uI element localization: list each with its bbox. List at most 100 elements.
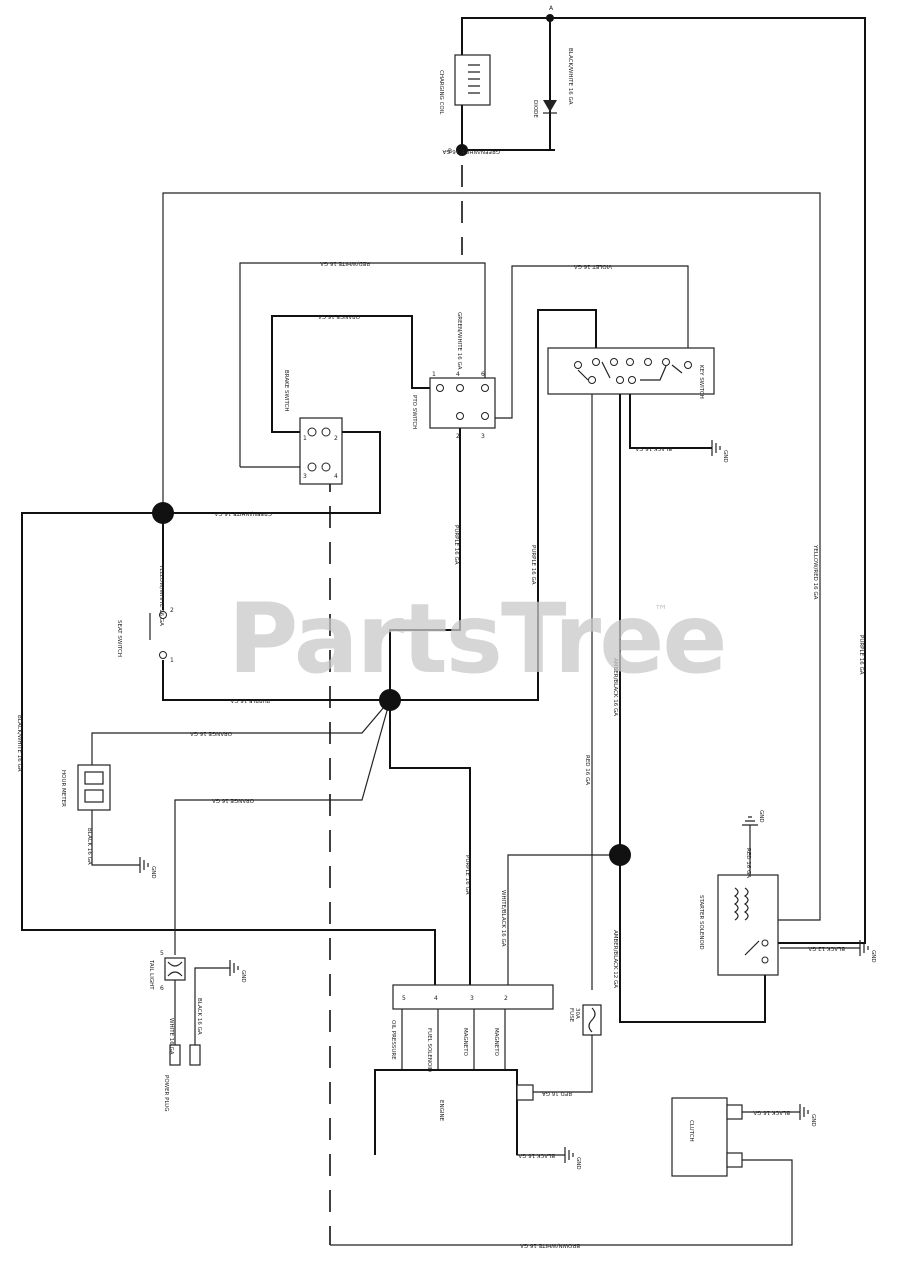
- brake-term-4: 4: [334, 473, 338, 480]
- wire-label-1: BLACK/WHITE 16 GA: [567, 48, 573, 105]
- light-term-5: 5: [160, 950, 164, 957]
- wire-label-31: BLACK 16 GA: [753, 1109, 790, 1115]
- ground-label-6: GND: [575, 1157, 581, 1170]
- brake-term-2: 2: [334, 435, 338, 442]
- ground-icon: GND: [564, 1147, 581, 1170]
- junction-coil: [456, 144, 468, 156]
- conn-term-3: 3: [470, 995, 474, 1002]
- wire-black-key-ground: [629, 380, 712, 449]
- wire-label-32: BROWN/WHITE 16 GA: [520, 1242, 580, 1248]
- ground-icon: GND: [711, 440, 728, 463]
- wire-label-26: BLACK 16 GA: [518, 1152, 555, 1158]
- wire-black-engine-ground: [516, 1100, 565, 1156]
- bulb-icon: [167, 961, 183, 977]
- wire-black-white-top: [461, 17, 866, 944]
- wire-purple-pto: [389, 420, 461, 700]
- pin-magneto-2: MAGNETO: [493, 1028, 499, 1057]
- charging-coil-box: [454, 54, 491, 106]
- brake-term-1: 1: [303, 435, 307, 442]
- wire-black-meter-ground: [91, 810, 140, 866]
- ground-icon: GND: [859, 940, 876, 963]
- brake-switch-label: BRAKE SWITCH: [283, 370, 289, 412]
- junction-left-main: [152, 502, 174, 524]
- wire-yellow-white: [162, 192, 821, 921]
- pto-switch: PTO SWITCH 1 4 6 2 3: [411, 371, 496, 440]
- wire-label-4: ORANGE 16 GA: [318, 313, 360, 319]
- wire-label-9: BLACK 16 GA: [635, 445, 672, 451]
- wire-green-white-left: [21, 512, 436, 985]
- pto-term-3: 3: [481, 433, 485, 440]
- power-plug-label: POWER PLUG: [163, 1075, 169, 1112]
- wire-label-6: GREEN/WHITE 16 GA: [456, 312, 462, 370]
- conn-term-2: 2: [504, 995, 508, 1002]
- pto-term-2: 2: [456, 433, 460, 440]
- junctions: [152, 14, 631, 866]
- wire-label-21: WHITE/BLACK 16 GA: [500, 890, 506, 947]
- coil-term-a: A: [549, 5, 554, 12]
- wire-label-20: AMBER/BLACK 16 GA: [612, 658, 618, 716]
- pto-switch-label: PTO SWITCH: [411, 395, 417, 429]
- wire-label-16: PURPLE 16 GA: [230, 697, 270, 703]
- wire-label-18: BLACK/WHITE 16 GA: [16, 715, 22, 772]
- ground-label-4: GND: [758, 810, 764, 823]
- charging-coil-label: CHARGING COIL: [438, 70, 444, 115]
- pin-oil-pressure: OIL PRESSURE: [390, 1020, 396, 1060]
- key-switch: KEY SWITCH: [547, 347, 715, 399]
- seat-term-1: 1: [170, 657, 174, 664]
- conn-term-5: 5: [402, 995, 406, 1002]
- ground-icon: GND: [742, 810, 764, 826]
- ground-label-2: GND: [150, 866, 156, 879]
- engine-label: ENGINE: [438, 1100, 444, 1122]
- conn-term-4: 4: [434, 995, 438, 1002]
- fuse-icon: [588, 1007, 596, 1033]
- wire-label-3: RED/WHITE 16 GA: [320, 260, 370, 266]
- ground-icon: GND: [139, 857, 156, 879]
- wire-purple-engine: [389, 700, 471, 985]
- pto-term-6: 6: [481, 371, 485, 378]
- ground-icon: GND: [799, 1104, 816, 1127]
- engine-connector: 5 4 3 2 OIL PRESSURE FUEL SOLENOID MAGNE…: [390, 984, 554, 1072]
- key-switch-label: KEY SWITCH: [698, 365, 704, 399]
- wire-orange: [271, 315, 435, 433]
- wire-label-12: ORANGE 16 GA: [190, 730, 232, 736]
- fuse-rating: 30A: [574, 1008, 580, 1019]
- coil-windings-icon: [468, 64, 480, 94]
- wire-label-24: RED 16 GA: [542, 1090, 572, 1096]
- solenoid-coil-icon: [733, 887, 749, 921]
- tail-light-box: [164, 957, 186, 981]
- wire-black-light-ground: [194, 967, 230, 980]
- wire-amber-black: [619, 385, 766, 1023]
- hour-meter-label: HOUR METER: [60, 770, 66, 807]
- diode: DIODE BLACK/WHITE 16 GA GREEN/WHITE 16 G…: [442, 48, 573, 154]
- junction-right: [609, 844, 631, 866]
- wire-label-17: YELLOW/WHITE 16 GA: [158, 564, 164, 626]
- ground-icon: GND: [229, 960, 246, 983]
- grounds: GND GND GND GND GND GND GND: [139, 440, 876, 1170]
- watermark-brand: PartsTree: [228, 583, 725, 695]
- wire-orange-taillight: [174, 699, 391, 955]
- pto-term-4: 4: [456, 371, 460, 378]
- wire-label-14: BLACK 16 GA: [86, 828, 92, 865]
- plug-pin-2: [189, 1044, 201, 1066]
- ground-label-3: GND: [240, 970, 246, 983]
- tail-light: TAIL LIGHT 5 6: [148, 950, 186, 992]
- fuse-label: FUSE: [568, 1008, 574, 1023]
- wire-white-black: [507, 854, 620, 985]
- starter-solenoid-label: STARTER SOLENOID: [698, 895, 704, 950]
- key-switch-box: [547, 347, 715, 395]
- wire-red-fuse: [520, 1035, 593, 1093]
- wire-label-15: GREEN/WHITE 16 GA: [214, 510, 272, 516]
- power-plug: POWER PLUG: [163, 1044, 201, 1112]
- wire-label-30: BLACK 12 GA: [808, 945, 845, 951]
- clutch-box: [671, 1097, 728, 1177]
- solenoid-contact-icon: [744, 940, 760, 956]
- wire-label-28: BLACK 16 GA: [196, 998, 202, 1035]
- clutch-label: CLUTCH: [688, 1120, 694, 1142]
- pin-magneto-1: MAGNETO: [462, 1028, 468, 1057]
- wire-labels: RED/WHITE 16 GA ORANGE 16 GA VIOLET 16 G…: [16, 260, 864, 1248]
- ground-label-7: GND: [810, 1114, 816, 1127]
- engine-connector-box: [392, 984, 554, 1010]
- wire-purple-seat: [162, 660, 390, 701]
- wire-orange-hourmeter: [91, 699, 391, 790]
